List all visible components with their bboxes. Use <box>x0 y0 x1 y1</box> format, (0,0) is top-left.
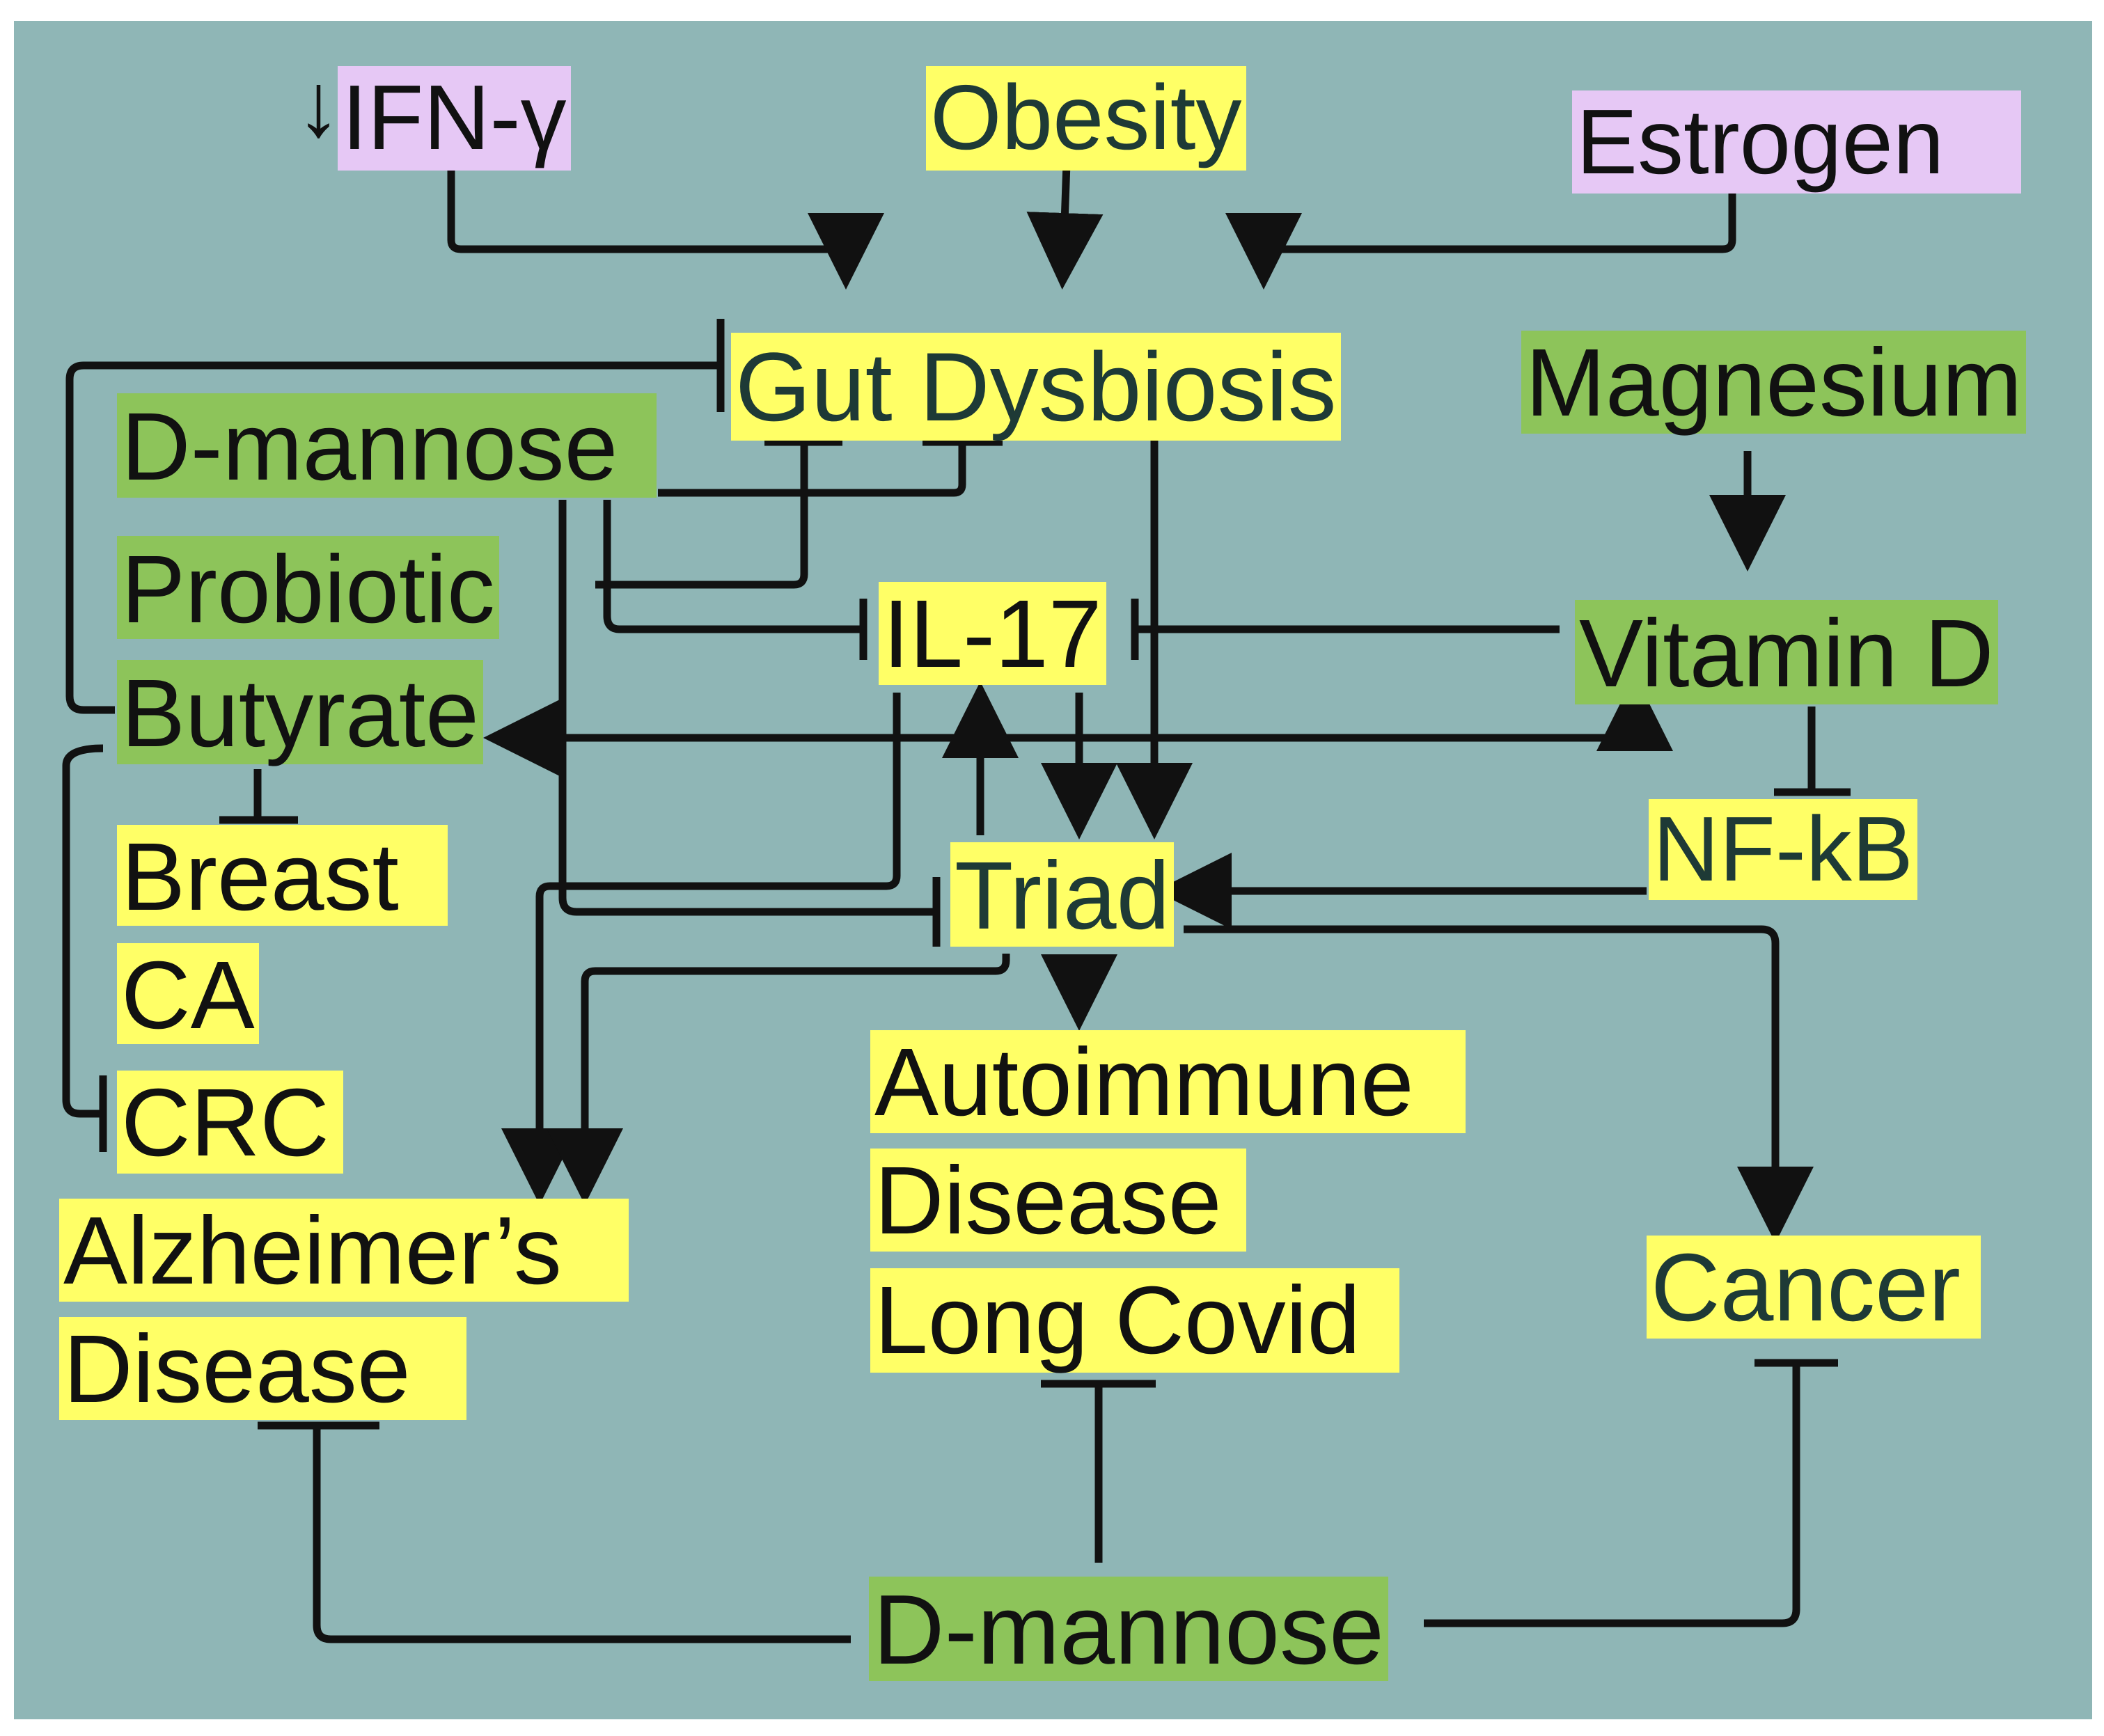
edge-dmannose-inhibits-gut <box>658 444 966 497</box>
node-disease-left: Disease <box>59 1317 466 1420</box>
node-ifn-gamma: IFN-γ <box>338 66 571 171</box>
node-nf-kb: NF-kB <box>1649 799 1917 900</box>
node-obesity: Obesity <box>926 66 1246 171</box>
node-triad: Triad <box>950 842 1175 947</box>
ifn-gamma-down-arrow: ↓ <box>296 54 341 155</box>
node-ca: CA <box>117 943 259 1044</box>
node-magnesium: Magnesium <box>1521 331 2027 434</box>
edge-estrogen-to-gut <box>1225 194 1736 290</box>
edge-dmannose-inhibits-il17 <box>603 500 863 633</box>
edge-dmannose-inhibits-alzheimers <box>313 1427 851 1643</box>
edge-triad-to-alzheimers <box>547 954 1010 1205</box>
edge-triad-to-cancer <box>1184 925 1814 1243</box>
node-d-mannose-bottom: D-mannose <box>869 1577 1388 1681</box>
node-gut-dysbiosis: Gut Dysbiosis <box>731 333 1341 441</box>
edge-gut-inhibits-butyrate <box>65 361 719 714</box>
node-long-covid: Long Covid <box>870 1268 1399 1373</box>
edge-butyrate-inhibits-crc <box>62 744 104 1118</box>
node-autoimmune: Autoimmune <box>870 1030 1466 1133</box>
edge-probiotic-inhibits-gut <box>595 444 808 589</box>
edge-dmannose-inhibits-cancer <box>1424 1364 1800 1627</box>
node-cancer: Cancer <box>1647 1236 1981 1339</box>
edge-il17-to-alzheimers <box>501 693 901 1205</box>
node-probiotic: Probiotic <box>117 536 499 639</box>
node-estrogen: Estrogen <box>1572 90 2021 194</box>
node-butyrate: Butyrate <box>117 660 483 764</box>
node-d-mannose-top: D-mannose <box>117 393 657 498</box>
node-il17: IL-17 <box>879 582 1106 685</box>
edge-obesity-to-gut <box>1026 163 1104 290</box>
node-disease-mid: Disease <box>870 1149 1246 1252</box>
node-vitamin-d: Vitamin D <box>1575 600 1998 704</box>
node-breast: Breast <box>117 825 448 926</box>
node-alzheimers: Alzheimer’s <box>59 1199 629 1302</box>
node-crc: CRC <box>117 1071 343 1174</box>
edge-dmannose-inhibits-triad <box>558 500 936 916</box>
edge-ifn-to-gut <box>447 157 884 290</box>
edge-butyrate-vitd <box>529 674 1673 751</box>
